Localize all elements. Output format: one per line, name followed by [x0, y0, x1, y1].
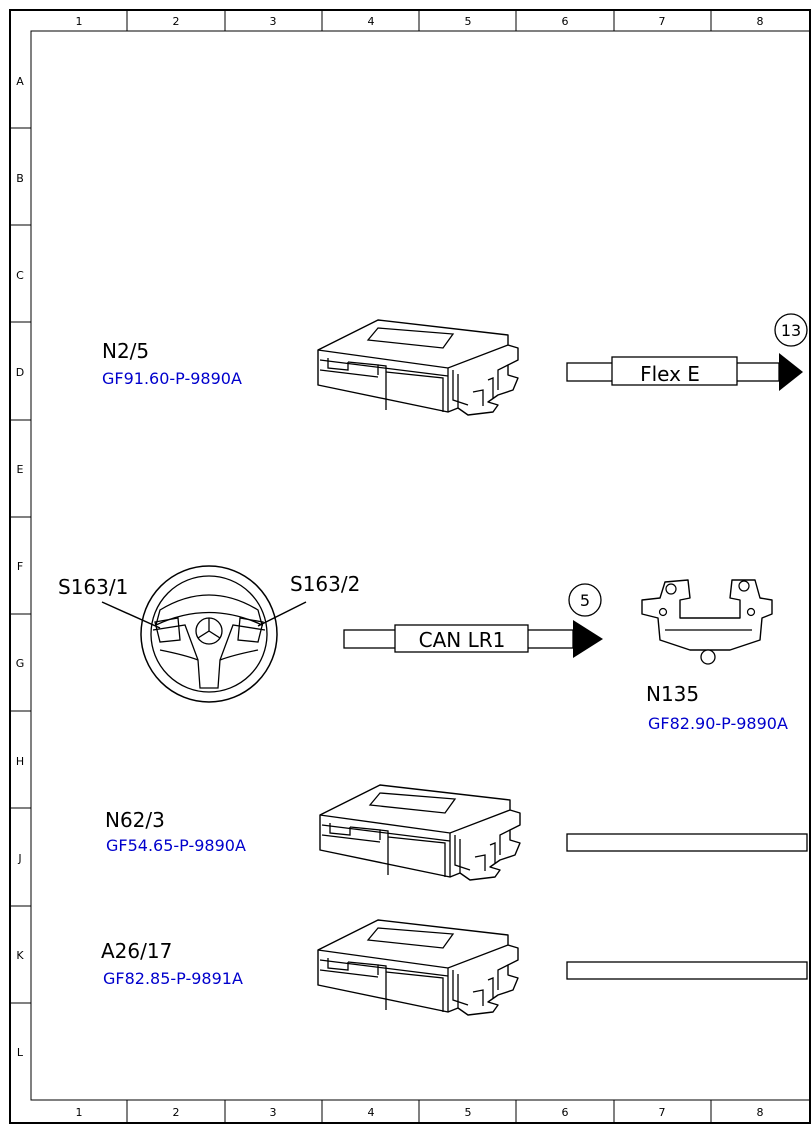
col-label-1-bottom: 1 — [76, 1106, 83, 1119]
s163-1-leader — [101, 601, 161, 629]
control-unit-n62-3 — [319, 784, 521, 881]
component-ref-link-n135[interactable]: GF82.90-P-9890A — [648, 714, 788, 733]
switch-label-s163-1: S163/1 — [58, 575, 128, 599]
flex-e-label: Flex E — [640, 362, 700, 386]
col-label-4-bottom: 4 — [368, 1106, 375, 1119]
switch-label-s163-2: S163/2 — [290, 572, 360, 596]
component-label-n62-3: N62/3 — [105, 808, 165, 832]
col-label-4: 4 — [368, 15, 375, 28]
inner-frame — [30, 30, 811, 1101]
connector-marker-13-label: 13 — [781, 321, 801, 340]
row-ruler — [10, 127, 31, 1004]
control-unit-n135 — [641, 579, 773, 665]
row-label-H: H — [16, 755, 24, 768]
col-label-6-bottom: 6 — [562, 1106, 569, 1119]
col-label-6: 6 — [562, 15, 569, 28]
row-label-K: K — [16, 949, 24, 962]
steering-wheel — [140, 565, 278, 703]
connector-marker-5-label: 5 — [580, 591, 590, 610]
control-unit-a26-17 — [317, 919, 519, 1016]
component-ref-link-n2-5[interactable]: GF91.60-P-9890A — [102, 369, 242, 388]
flex-e-bus: Flex E — [566, 353, 803, 391]
can-lr1-label: CAN LR1 — [419, 628, 506, 652]
row-label-C: C — [16, 269, 24, 282]
col-label-8: 8 — [757, 15, 764, 28]
component-label-a26-17: A26/17 — [101, 939, 172, 963]
component-ref-link-n62-3[interactable]: GF54.65-P-9890A — [106, 836, 246, 855]
col-label-1: 1 — [76, 15, 83, 28]
s163-2-leader — [257, 601, 307, 627]
can-lr1-bus: CAN LR1 — [343, 620, 603, 658]
component-label-n2-5: N2/5 — [102, 339, 149, 363]
n62-3-bus-line — [566, 833, 808, 852]
col-label-2-bottom: 2 — [173, 1106, 180, 1119]
a26-17-bus-line — [566, 961, 808, 980]
col-label-5: 5 — [465, 15, 472, 28]
control-unit-n2-5 — [317, 319, 519, 416]
row-label-E: E — [17, 463, 24, 476]
column-ruler — [126, 10, 712, 1123]
component-ref-link-a26-17[interactable]: GF82.85-P-9891A — [103, 969, 243, 988]
row-label-F: F — [17, 560, 23, 573]
col-label-3: 3 — [270, 15, 277, 28]
col-label-8-bottom: 8 — [757, 1106, 764, 1119]
connector-marker-5[interactable]: 5 — [568, 583, 602, 617]
row-label-G: G — [16, 657, 25, 670]
col-label-3-bottom: 3 — [270, 1106, 277, 1119]
col-label-5-bottom: 5 — [465, 1106, 472, 1119]
row-label-B: B — [16, 172, 24, 185]
col-label-2: 2 — [173, 15, 180, 28]
row-label-J: J — [17, 852, 21, 865]
col-label-7: 7 — [659, 15, 666, 28]
outer-frame — [9, 9, 811, 1124]
row-label-A: A — [16, 75, 24, 88]
col-label-7-bottom: 7 — [659, 1106, 666, 1119]
row-label-L: L — [17, 1046, 24, 1059]
component-label-n135: N135 — [646, 682, 699, 706]
row-label-D: D — [16, 366, 24, 379]
connector-marker-13[interactable]: 13 — [774, 313, 808, 347]
